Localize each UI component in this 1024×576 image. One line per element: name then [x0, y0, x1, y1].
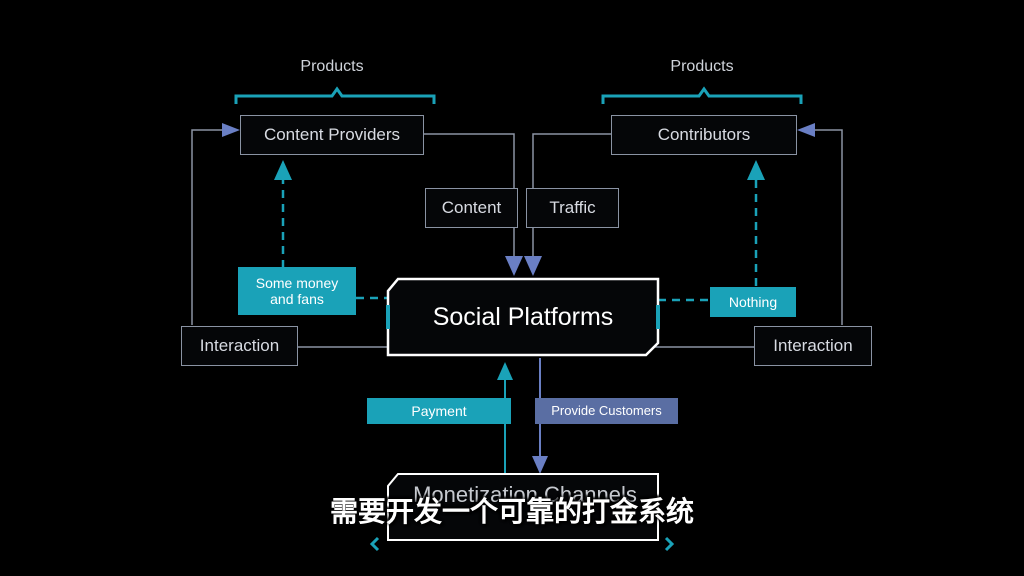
payment-tag: Payment [367, 398, 511, 424]
some-money-fans-tag: Some money and fans [238, 267, 356, 315]
arrow-to-content-providers [222, 123, 240, 137]
provide-customers-arrow [532, 456, 548, 474]
arrow-to-contributors [797, 123, 815, 137]
nothing-tag: Nothing [710, 287, 796, 317]
traffic-arrow [524, 256, 542, 276]
right-products-heading: Products [670, 58, 734, 75]
nothing-arrow [747, 160, 765, 180]
traffic-node: Traffic [526, 188, 619, 228]
right-products-brace [601, 86, 803, 104]
content-arrow [505, 256, 523, 276]
some-money-fans-line1: Some money [255, 274, 339, 291]
payment-arrow [497, 362, 513, 380]
monetization-channels-label: Monetization Channels [413, 482, 637, 507]
contributors-node: Contributors [611, 115, 797, 155]
monetization-frame [387, 473, 659, 541]
content-providers-node: Content Providers [240, 115, 424, 155]
social-platforms-frame [386, 277, 660, 357]
provide-customers-tag: Provide Customers [535, 398, 678, 424]
interaction-left-node: Interaction [181, 326, 298, 366]
left-products-brace [234, 86, 436, 104]
money-fans-arrow [274, 160, 292, 180]
video-subtitle: 需要开发一个可靠的打金系统 [329, 495, 694, 528]
interaction-right-node: Interaction [754, 326, 872, 366]
some-money-fans-line2: and fans [270, 291, 324, 307]
left-products-heading: Products [300, 58, 364, 75]
content-node: Content [425, 188, 518, 228]
social-platforms-label: Social Platforms [432, 302, 614, 331]
